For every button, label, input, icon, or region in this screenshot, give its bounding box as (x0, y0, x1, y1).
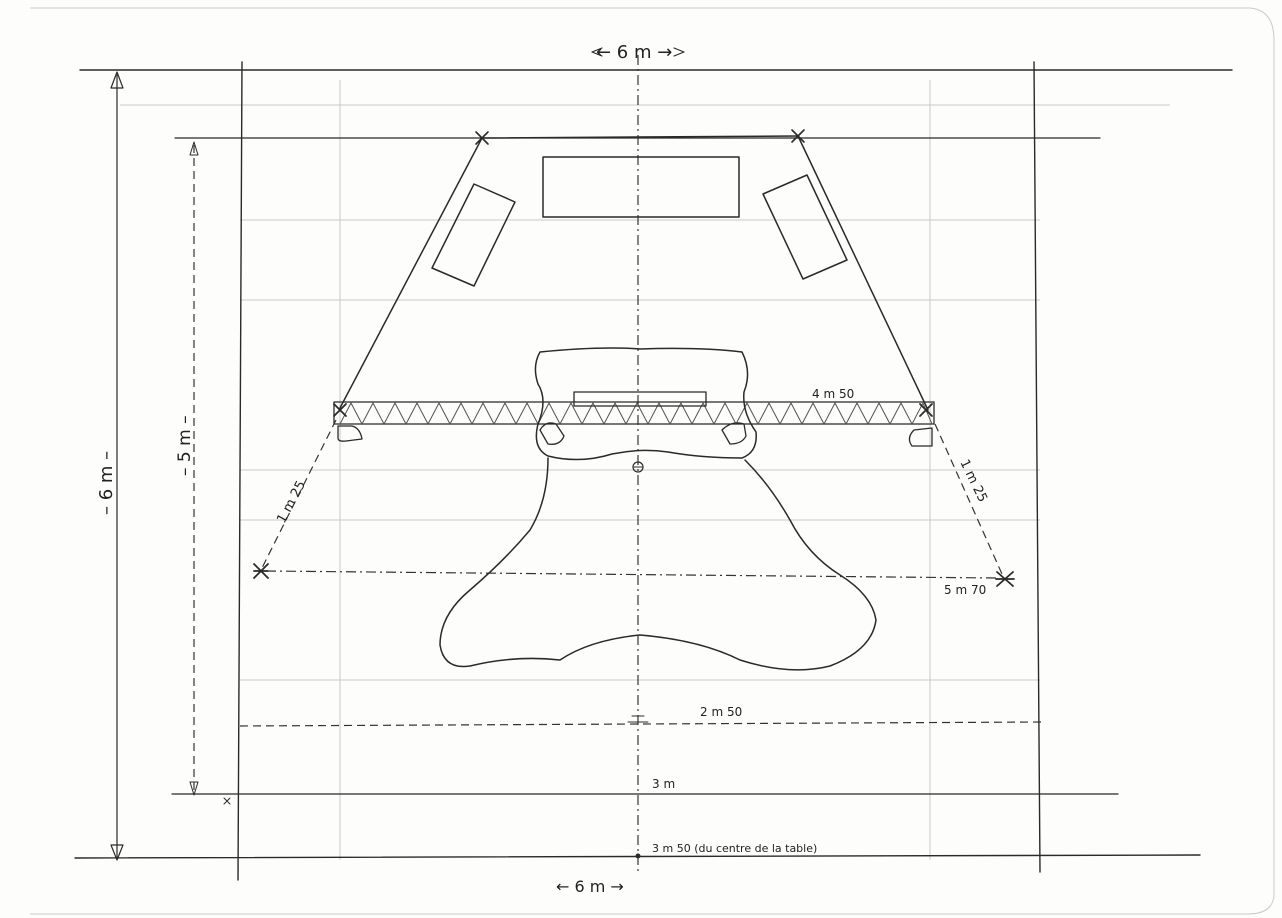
left-angled-rect (431, 183, 516, 287)
line-2m50 (239, 721, 1045, 727)
center-marker (632, 461, 644, 473)
top-arrow-right (673, 47, 685, 57)
label-right-point: 5 m 70 (944, 583, 986, 597)
console-table (534, 347, 757, 461)
console-screen (573, 391, 707, 407)
paper-edge (30, 7, 1275, 915)
diagonal-right (934, 423, 1015, 587)
top-arrow-left (591, 47, 603, 57)
truss-bar (333, 401, 935, 426)
dimension-left-6m (110, 71, 124, 861)
right-angled-rect (762, 174, 848, 280)
rear-center-rect (542, 156, 740, 218)
center-left-lamp (539, 422, 565, 445)
label-right-diagonal: 1 m 25 (956, 457, 990, 505)
label-left-height: – 6 m – (96, 451, 117, 515)
corner-mark (223, 797, 231, 805)
label-left-diagonal: 1 m 25 (274, 478, 309, 525)
label-top-width: ← 6 m → (596, 42, 672, 63)
stage-trapezoid (339, 129, 929, 411)
label-inner-height: – 5 m – (175, 415, 195, 476)
diagonal-left (253, 419, 337, 579)
label-truss-length: 4 m 50 (812, 387, 854, 401)
room-outline (74, 61, 1233, 881)
speaker-baseline (265, 570, 997, 579)
mark-2m50-tick (627, 715, 649, 723)
label-3m50: 3 m 50 (du centre de la table) (652, 842, 817, 855)
construction-guides (120, 80, 1170, 860)
center-right-lamp (721, 422, 747, 445)
left-lamp (337, 425, 363, 442)
label-2m50: 2 m 50 (700, 705, 742, 719)
stand-shape (439, 457, 877, 671)
label-3m: 3 m (652, 777, 675, 791)
dimension-inner-5m (189, 141, 199, 796)
bottom-center-dot (635, 853, 641, 859)
label-bottom-width: ← 6 m → (556, 877, 624, 896)
right-lamp (908, 427, 933, 447)
